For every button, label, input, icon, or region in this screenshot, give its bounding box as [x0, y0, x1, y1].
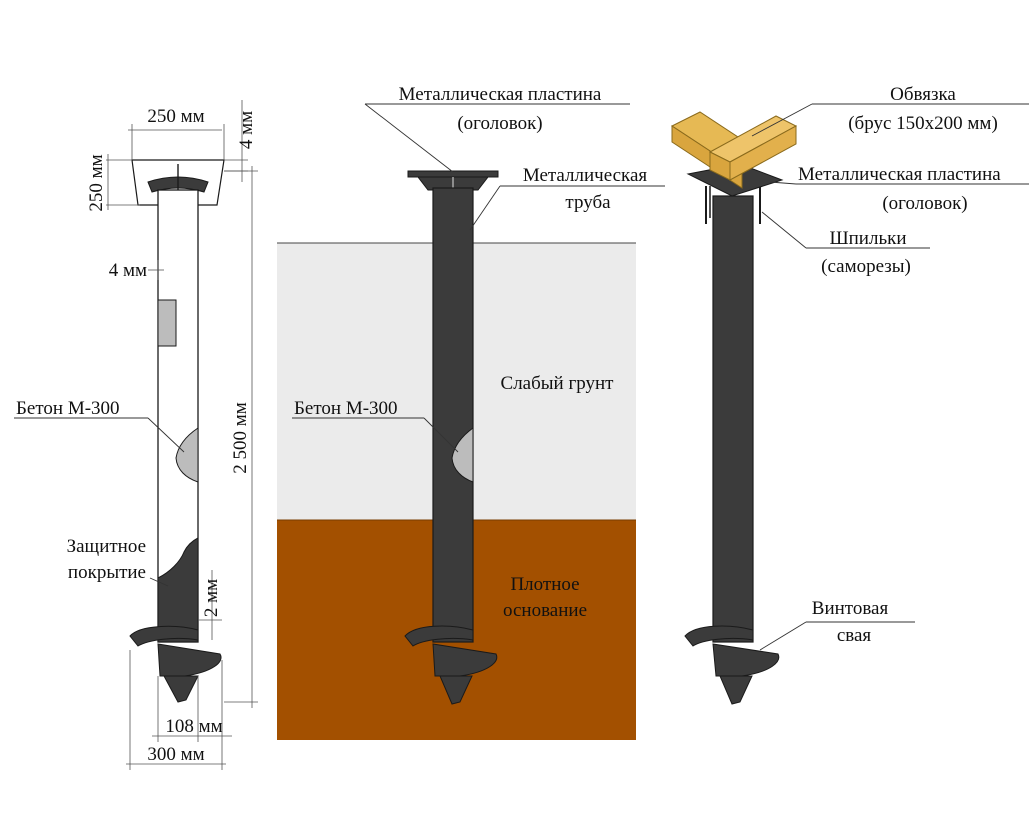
right-pile-leader [759, 621, 807, 651]
middle-label-pipe-line1: Металлическая [523, 165, 648, 186]
right-timber-binding [670, 111, 798, 189]
left-blade-lower [157, 643, 222, 677]
timber-beam-2-side [729, 125, 797, 181]
middle-label-concrete: Бетон М-300 [294, 398, 398, 419]
right-label-binding-line2: (брус 150х200 мм) [848, 113, 998, 134]
middle-concrete-cut [451, 427, 474, 483]
middle-label-base-line1: Плотное [510, 574, 579, 595]
middle-label-plate-line1: Металлическая пластина [399, 84, 602, 105]
right-label-studs-line2: (саморезы) [821, 256, 911, 277]
right-label-pile-line2: свая [837, 625, 872, 646]
right-label-pile-line1: Винтовая [812, 598, 889, 619]
left-dimension-lines [106, 100, 258, 770]
left-dim-coat: 2 мм [201, 579, 222, 617]
left-concrete-leader-diag [147, 417, 185, 453]
left-coating-leader [149, 577, 169, 587]
left-dim-top-width: 250 мм [147, 106, 204, 127]
right-label-studs-line1: Шпильки [829, 228, 906, 249]
right-studs-leader [761, 211, 807, 249]
middle-label-pipe-line2: труба [565, 192, 611, 213]
right-blade-upper [684, 625, 754, 647]
right-blade-lower [712, 643, 780, 677]
left-blade-upper [129, 625, 199, 647]
right-binding-leader [751, 103, 813, 137]
middle-pile-tip [439, 675, 473, 705]
left-coating-region [157, 537, 199, 643]
middle-label-plate-line2: (оголовок) [457, 113, 542, 134]
left-pipe-window [157, 299, 177, 347]
left-dim-top-height: 250 мм [86, 154, 107, 211]
middle-label-weak-soil: Слабый грунт [501, 373, 615, 394]
middle-plate-leader [364, 103, 454, 173]
left-pile [129, 159, 225, 703]
left-dim-length: 2 500 мм [230, 402, 251, 474]
middle-pipe-leader [469, 185, 501, 231]
left-label-concrete: Бетон М-300 [16, 398, 120, 419]
right-pile [670, 111, 798, 705]
left-concrete-cut [175, 427, 199, 483]
right-label-plate-line1: Металлическая пластина [798, 164, 1001, 185]
left-dim-plate-thickness: 4 мм [236, 111, 257, 149]
left-dim-pipe-diameter: 108 мм [165, 716, 222, 737]
right-plate-leader [769, 181, 797, 185]
middle-concrete-leader-diag [423, 417, 459, 453]
left-label-coating-line1: Защитное [67, 536, 146, 557]
middle-pile [404, 170, 499, 705]
right-pipe-body [712, 195, 754, 643]
middle-label-base-line2: основание [503, 600, 587, 621]
middle-blade-upper [404, 625, 474, 647]
middle-pipe-body [432, 187, 474, 643]
left-label-coating-line2: покрытие [68, 562, 146, 583]
right-label-binding-line1: Обвязка [890, 84, 956, 105]
left-pile-tip [163, 675, 199, 703]
right-label-plate-line2: (оголовок) [882, 193, 967, 214]
right-pile-tip [719, 675, 753, 705]
left-dim-blade-diameter: 300 мм [147, 744, 204, 765]
left-dim-wall: 4 мм [109, 260, 147, 281]
